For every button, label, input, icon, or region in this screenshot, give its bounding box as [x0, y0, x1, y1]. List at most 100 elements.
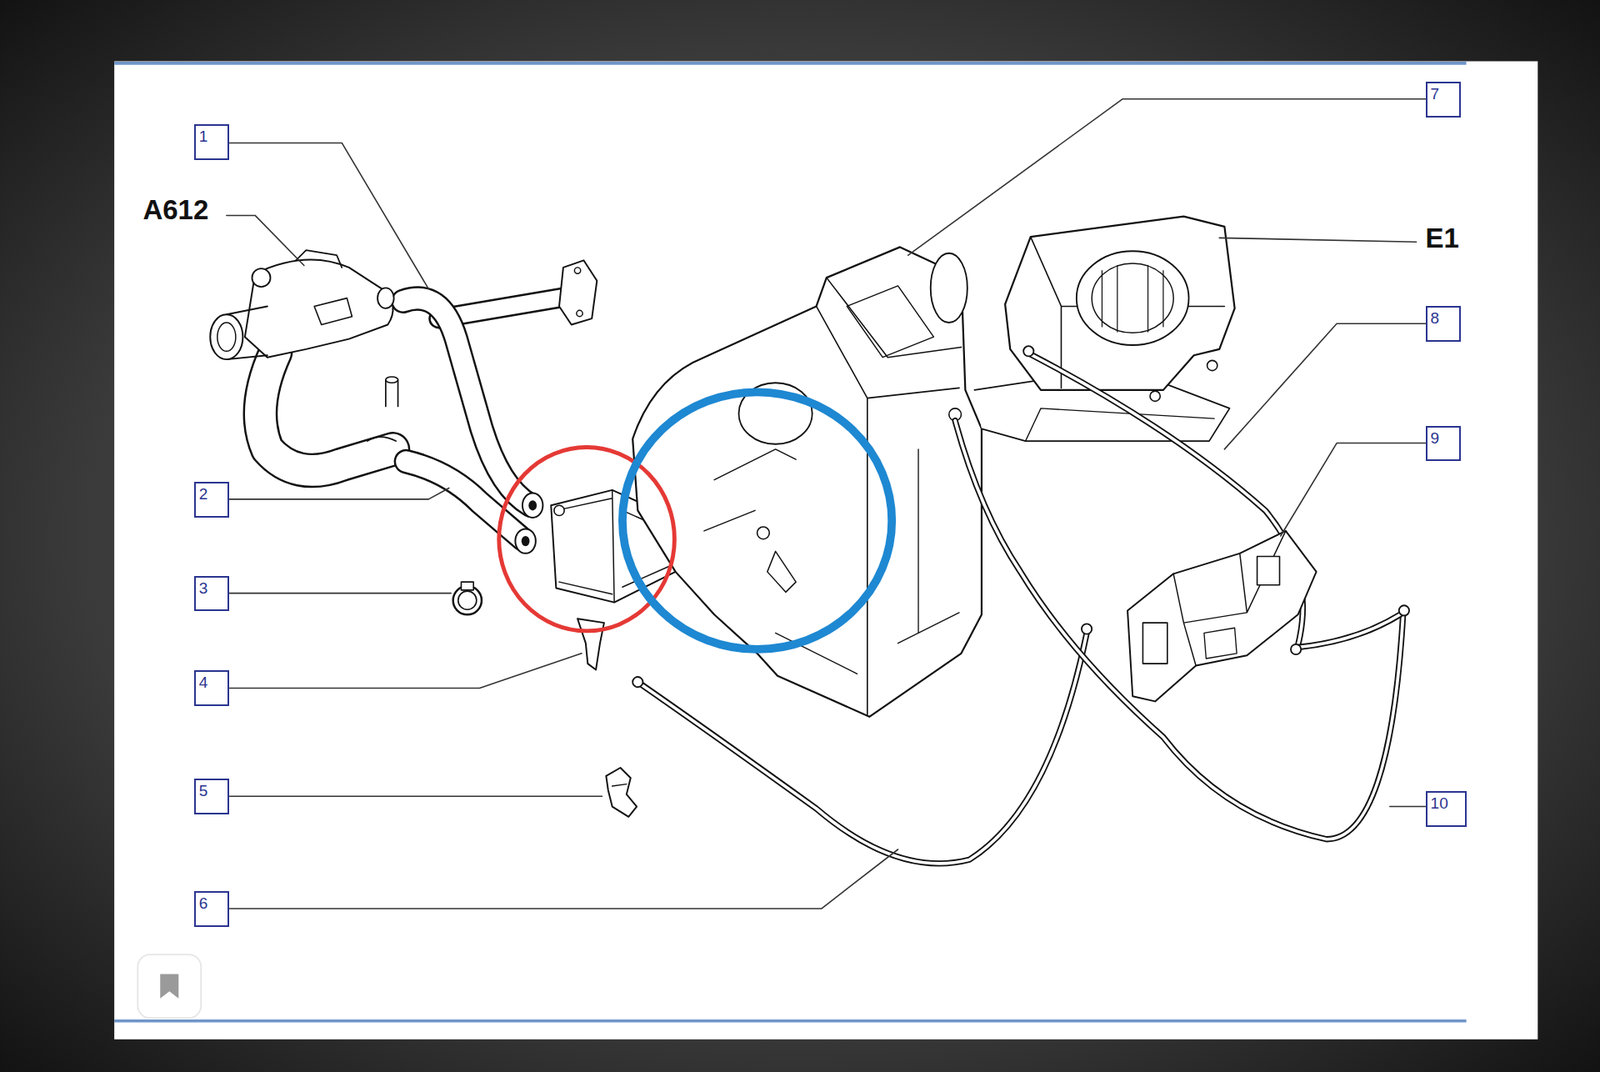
- illustration-part: [251, 268, 270, 287]
- illustration-part: [955, 420, 1404, 840]
- illustration-part: [114, 60, 1538, 1039]
- illustration-part: [576, 310, 583, 316]
- callout-box: 8: [1425, 305, 1462, 342]
- illustration-part: [217, 322, 236, 351]
- callout-number: 10: [1427, 792, 1452, 813]
- illustration-part: [1390, 805, 1426, 808]
- illustration-part: [314, 298, 352, 325]
- callout-box: 6: [194, 890, 230, 927]
- callout-number: 4: [195, 671, 212, 692]
- illustration-part: [637, 632, 1087, 864]
- illustration-part: [458, 590, 477, 610]
- illustration-part: [1173, 530, 1286, 666]
- illustration-part: [612, 784, 627, 786]
- callout-number: 1: [195, 125, 212, 146]
- illustration-part: [1280, 443, 1426, 536]
- illustration-part: [704, 449, 796, 592]
- illustration-part: [528, 500, 537, 510]
- illustration-part: [605, 767, 637, 817]
- illustration-part: [114, 61, 1466, 65]
- callout-number: 9: [1427, 427, 1444, 448]
- illustration-part: [632, 676, 643, 687]
- illustration-part: [521, 535, 530, 546]
- illustration-part: [1224, 323, 1425, 450]
- illustration-part: [137, 954, 201, 1018]
- illustration-part: [515, 528, 535, 553]
- illustration-part: [230, 487, 450, 499]
- callout-number: 5: [195, 780, 212, 800]
- callout-box: 3: [194, 575, 230, 612]
- callout-box: 5: [194, 778, 230, 815]
- illustration-part: [230, 142, 430, 289]
- illustration-part: [1207, 360, 1218, 370]
- callout-box: 10: [1425, 790, 1467, 827]
- illustration-part: [367, 436, 396, 441]
- illustration-part: [522, 493, 543, 518]
- illustration-part: [574, 267, 580, 274]
- callout-number: 7: [1427, 83, 1444, 104]
- part-label: A612: [142, 194, 209, 226]
- callout-box: 9: [1425, 425, 1462, 462]
- illustration-part: [955, 420, 1404, 840]
- illustration-part: [637, 632, 1087, 864]
- illustration-part: [1081, 623, 1092, 634]
- illustration-part: [1204, 627, 1237, 659]
- illustration-part: [1076, 250, 1190, 345]
- illustration-part: [846, 285, 934, 358]
- illustration-part: [559, 260, 597, 325]
- illustration-part: [1127, 530, 1317, 702]
- illustration-part: [210, 314, 243, 360]
- callout-box: 2: [194, 481, 230, 518]
- illustration-part: [632, 246, 982, 716]
- illustration-part: [1399, 605, 1410, 615]
- illustration-part: [577, 618, 605, 670]
- illustration-part: [1091, 263, 1174, 333]
- illustration-part: [260, 352, 393, 471]
- illustration-part: [757, 526, 770, 540]
- illustration-part: [1298, 614, 1400, 647]
- illustration-part: [226, 99, 1426, 909]
- illustration-part: [226, 215, 305, 265]
- illustration-part: [385, 376, 399, 383]
- illustration-part: [1219, 237, 1416, 242]
- illustration-part: [930, 253, 968, 323]
- illustration-part: [1142, 622, 1167, 664]
- illustration-part: [908, 99, 1426, 255]
- illustration-part: [377, 287, 395, 308]
- illustration-part: [1101, 265, 1163, 332]
- callout-box: 1: [194, 124, 230, 160]
- callout-box: 4: [194, 670, 230, 706]
- illustration-part: [1023, 345, 1034, 356]
- illustration-part: [1005, 216, 1235, 390]
- callout-number: 6: [195, 892, 212, 913]
- callout-number: 3: [195, 577, 212, 598]
- illustration-part: [385, 380, 399, 407]
- illustration-part: [230, 849, 899, 909]
- illustration-part: [114, 1019, 1466, 1023]
- illustration-part: [1257, 555, 1280, 585]
- illustration-part: [160, 973, 179, 998]
- illustration-part: [260, 352, 393, 471]
- callout-number: 2: [195, 483, 212, 504]
- illustration-part: [622, 391, 892, 650]
- illustration-part: [230, 592, 452, 595]
- illustration-part: [499, 446, 675, 630]
- illustration-part: [554, 505, 565, 515]
- illustration-part: [1150, 390, 1160, 401]
- illustration-part: [245, 259, 394, 357]
- illustration-part: [1290, 644, 1301, 655]
- illustration-part: [460, 581, 474, 590]
- illustration-part: [210, 99, 1425, 909]
- illustration-part: [1030, 236, 1225, 388]
- illustration-part: [1298, 614, 1400, 647]
- callout-number: 8: [1427, 307, 1444, 328]
- illustration-part: [230, 795, 603, 798]
- illustration-part: [230, 653, 582, 689]
- illustration-part: [1025, 408, 1215, 441]
- callout-box: 7: [1425, 81, 1462, 118]
- part-label: E1: [1425, 222, 1460, 255]
